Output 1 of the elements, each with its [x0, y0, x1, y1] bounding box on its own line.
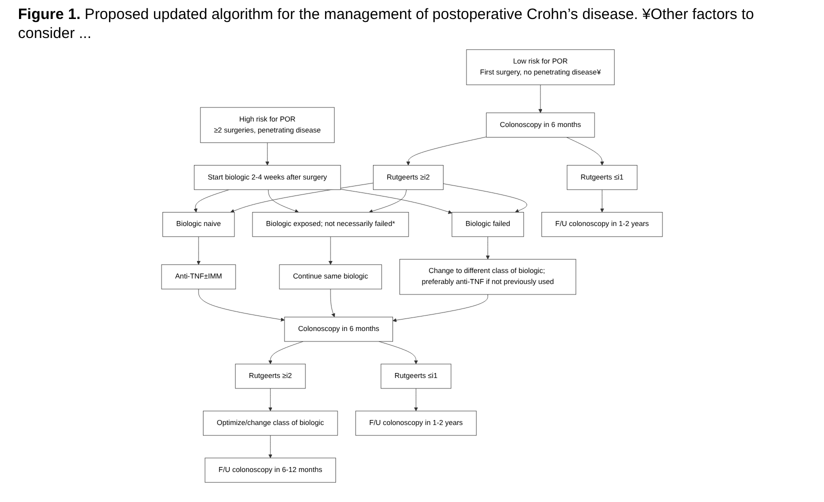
figure-caption: Figure 1. Proposed updated algorithm for the management of postoperative Crohn’s disease. ¥Other factors to consider ... — [18, 6, 755, 44]
